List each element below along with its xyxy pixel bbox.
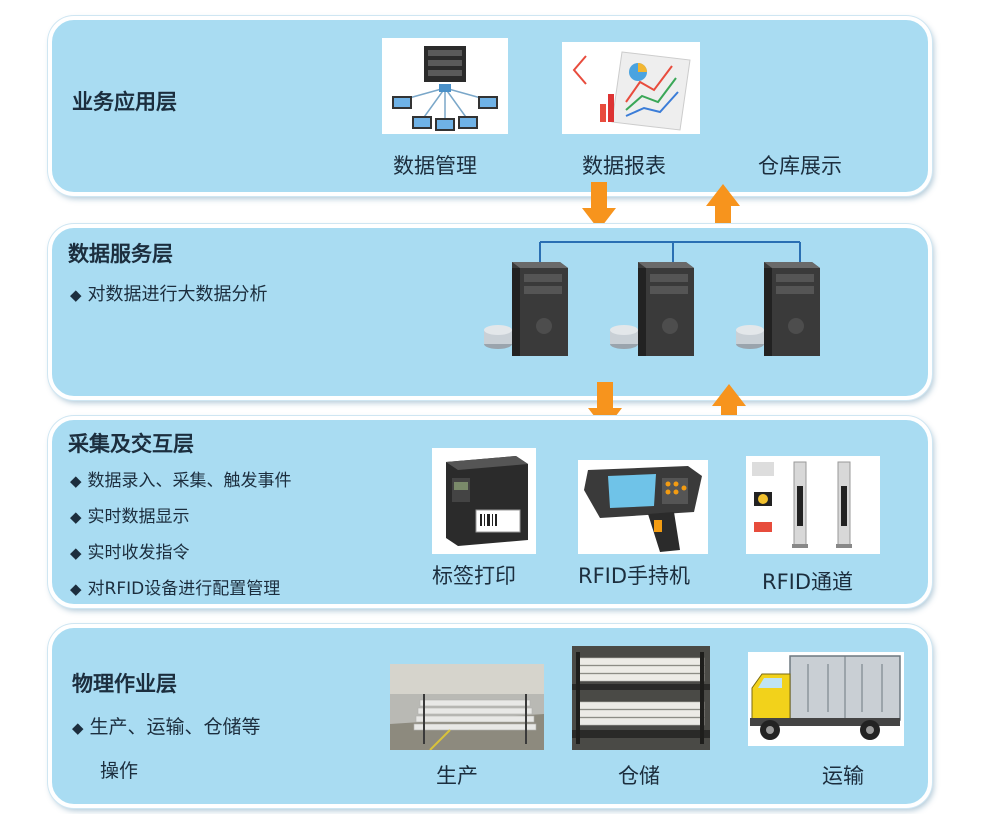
report-chart-icon — [562, 42, 700, 134]
server-icon — [734, 258, 824, 358]
physical-item-production: 生产 — [436, 764, 478, 788]
handheld-icon — [578, 460, 708, 554]
layer-collect-bullet: ◆实时收发指令 — [70, 543, 190, 563]
layer-collect-bullet: ◆实时数据显示 — [70, 507, 190, 527]
layer-physical-bullet-continued: 操作 — [100, 760, 139, 782]
diamond-icon: ◆ — [70, 508, 82, 526]
layer-collect-panel: 采集及交互层 ◆数据录入、采集、触发事件 ◆实时数据显示 ◆实时收发指令 ◆对R… — [48, 416, 932, 608]
server-icon — [608, 258, 698, 358]
layer-physical-panel: 物理作业层 ◆生产、运输、仓储等 操作 — [48, 624, 932, 808]
layer-physical-bullet: ◆生产、运输、仓储等 — [72, 716, 261, 738]
rfid-gate-icon — [746, 456, 880, 554]
app-item-data-report: 数据报表 — [582, 154, 666, 178]
layer-collect-title: 采集及交互层 — [68, 432, 194, 456]
layer-app-panel: 业务应用层 — [48, 16, 932, 196]
server-icon — [482, 258, 572, 358]
network-icon — [382, 38, 508, 134]
collect-item-label-printing: 标签打印 — [432, 564, 516, 588]
diamond-icon: ◆ — [70, 544, 82, 562]
arrow-up-icon — [706, 184, 740, 232]
layer-collect-bullet: ◆数据录入、采集、触发事件 — [70, 471, 292, 491]
physical-item-storage: 仓储 — [618, 764, 660, 788]
truck-icon — [748, 652, 904, 746]
diamond-icon: ◆ — [72, 719, 84, 737]
app-item-data-management: 数据管理 — [393, 154, 477, 178]
collect-item-rfid-gate: RFID通道 — [762, 570, 854, 594]
diamond-icon: ◆ — [70, 472, 82, 490]
layer-data-bullet: ◆对数据进行大数据分析 — [70, 284, 268, 305]
layer-collect-bullet: ◆对RFID设备进行配置管理 — [70, 579, 281, 599]
diamond-icon: ◆ — [70, 580, 82, 598]
layer-data-title: 数据服务层 — [68, 242, 173, 266]
arrow-up-icon — [712, 384, 746, 432]
layer-data-panel: 数据服务层 ◆对数据进行大数据分析 — [48, 224, 932, 400]
factory-photo — [390, 664, 544, 750]
printer-icon — [432, 448, 536, 554]
app-item-warehouse-display: 仓库展示 — [758, 154, 842, 178]
warehouse-photo — [572, 646, 710, 750]
arrow-down-icon — [582, 182, 616, 230]
layer-app-title: 业务应用层 — [72, 90, 177, 114]
collect-item-rfid-handheld: RFID手持机 — [578, 564, 691, 588]
diamond-icon: ◆ — [70, 286, 82, 304]
layer-physical-title: 物理作业层 — [72, 672, 177, 696]
physical-item-transport: 运输 — [822, 764, 864, 788]
